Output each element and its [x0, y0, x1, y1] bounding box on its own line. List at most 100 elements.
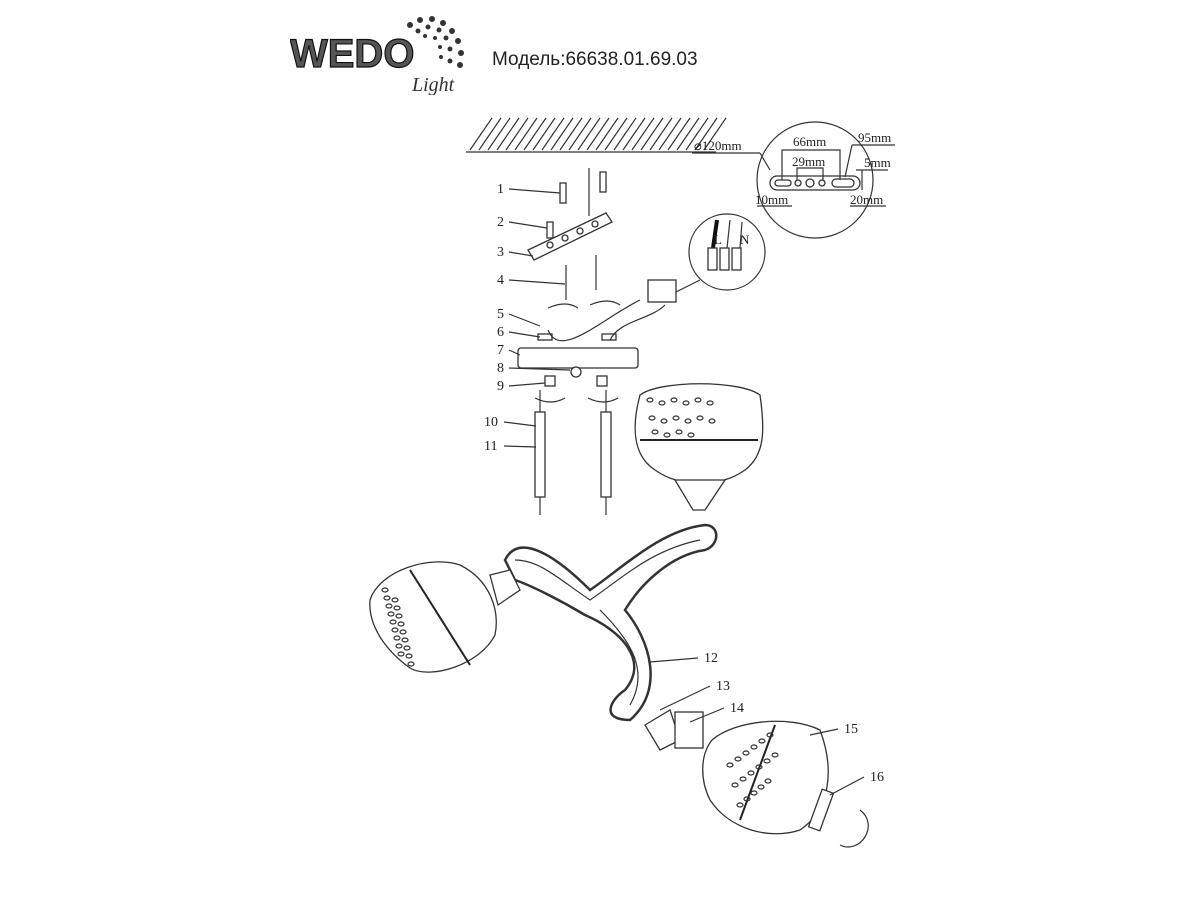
pattern-dot — [675, 429, 683, 435]
pattern-dot — [739, 776, 747, 782]
pattern-dot — [663, 432, 671, 438]
pattern-dot — [684, 418, 692, 424]
hatch-line — [505, 117, 529, 151]
hatch-line — [523, 117, 547, 151]
leader-line — [829, 776, 865, 796]
pattern-dot — [736, 802, 744, 808]
pattern-dot — [696, 415, 704, 421]
pattern-dot — [750, 744, 758, 750]
ceiling-hatch — [466, 117, 727, 153]
pattern-dot — [393, 635, 401, 641]
glass-shade-top — [634, 383, 764, 511]
part-label-7: 7 — [497, 343, 504, 358]
part-label-8: 8 — [497, 361, 504, 376]
neutral-label: N — [740, 232, 750, 247]
hatch-line — [622, 117, 646, 151]
leader-line — [508, 221, 548, 229]
pattern-dot — [757, 784, 765, 790]
hatch-line — [595, 117, 619, 151]
dim-5: 5mm — [864, 155, 891, 170]
pattern-dot — [670, 397, 678, 403]
hatch-line — [559, 117, 583, 151]
part-label-1: 1 — [497, 182, 504, 197]
pattern-dot — [395, 613, 403, 619]
pattern-dot — [403, 645, 411, 651]
part-label-9: 9 — [497, 379, 504, 394]
leader-line — [649, 657, 699, 663]
pattern-dot — [747, 770, 755, 776]
pattern-dot — [750, 790, 758, 796]
leader-line — [508, 251, 534, 257]
hatch-line — [640, 117, 664, 151]
leader-line — [503, 445, 537, 448]
hatch-line — [469, 117, 493, 151]
leader-line — [503, 421, 537, 427]
pattern-dot — [742, 750, 750, 756]
part-label-2: 2 — [497, 215, 504, 230]
pattern-dot — [763, 758, 771, 764]
dim-66: 66mm — [793, 134, 826, 149]
hatch-line — [613, 117, 637, 151]
pattern-dot — [687, 432, 695, 438]
part-label-14: 14 — [730, 701, 744, 716]
pattern-dot — [391, 627, 399, 633]
leader-line — [508, 279, 566, 285]
pattern-dot — [387, 611, 395, 617]
hatch-line — [541, 117, 565, 151]
pattern-dot — [726, 762, 734, 768]
part-label-15: 15 — [844, 722, 858, 737]
pattern-dot — [401, 637, 409, 643]
dim-95: 95mm — [858, 130, 891, 145]
leader-line — [508, 382, 546, 387]
wedo-light-logo: WEDO Light — [290, 16, 464, 95]
pattern-dot — [743, 796, 751, 802]
glass-shade-right — [644, 709, 869, 848]
hatch-line — [532, 117, 556, 151]
mounting-hardware — [517, 168, 677, 515]
hatch-line — [568, 117, 592, 151]
hatch-line — [649, 117, 673, 151]
pattern-dot — [694, 397, 702, 403]
hatch-line — [514, 117, 538, 151]
pattern-dot — [397, 651, 405, 657]
pattern-dot — [648, 415, 656, 421]
leader-line — [809, 728, 839, 736]
pattern-dot — [706, 400, 714, 406]
part-label-6: 6 — [497, 325, 504, 340]
hatch-line — [496, 117, 520, 151]
leader-line — [508, 349, 521, 356]
pattern-dot — [731, 782, 739, 788]
pattern-dot — [385, 603, 393, 609]
pattern-dot — [389, 619, 397, 625]
hatch-line — [487, 117, 511, 151]
pattern-dot — [734, 756, 742, 762]
hatch-line — [658, 117, 682, 151]
pattern-dot — [755, 764, 763, 770]
hatch-line — [694, 117, 718, 151]
leader-line — [508, 188, 561, 194]
glass-shade-left — [369, 561, 521, 673]
pattern-dot — [766, 732, 774, 738]
logo-subtext: Light — [411, 74, 455, 95]
hatch-line — [667, 117, 691, 151]
pattern-dot — [651, 429, 659, 435]
shade-pattern — [381, 397, 779, 808]
pattern-dot — [764, 778, 772, 784]
hatch-line — [550, 117, 574, 151]
pattern-dot — [391, 597, 399, 603]
model-number: Модель:66638.01.69.03 — [492, 49, 698, 70]
pattern-dot — [758, 738, 766, 744]
leader-line — [689, 707, 725, 723]
dim-diameter: ⌀120mm — [694, 138, 742, 153]
pattern-dot — [771, 752, 779, 758]
leader-line — [659, 685, 711, 711]
hatch-line — [703, 117, 727, 151]
part-label-5: 5 — [497, 307, 504, 322]
mounting-plate-detail: ⌀120mm 66mm 29mm 95mm 5mm 10mm 20mm — [692, 121, 895, 239]
dim-10: 10mm — [755, 192, 788, 207]
live-label: L — [714, 232, 722, 247]
part-label-16: 16 — [870, 770, 884, 785]
leader-line — [508, 367, 571, 371]
